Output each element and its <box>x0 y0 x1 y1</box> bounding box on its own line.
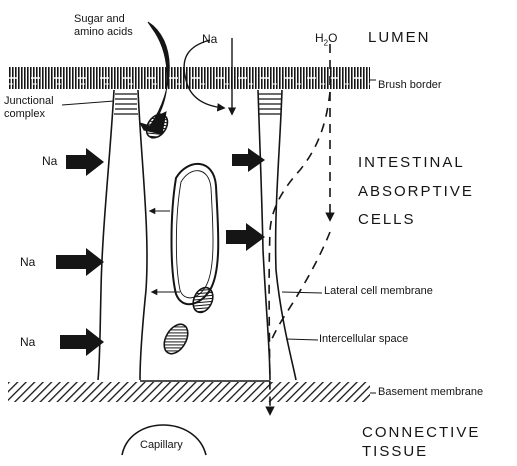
left-cell-outline <box>98 90 147 380</box>
intercellular-space-leader <box>286 339 318 340</box>
na-pump-arrows-left <box>56 148 104 356</box>
water-label-o: O <box>328 31 337 45</box>
cells-label-line1: INTESTINAL <box>358 155 465 171</box>
cells-label-line2: ABSORPTIVE <box>358 184 474 200</box>
basement-membrane-label: Basement membrane <box>378 387 483 399</box>
lateral-cell-membrane-label: Lateral cell membrane <box>324 286 433 298</box>
sugar-amino-label-line1: Sugar and <box>74 14 125 26</box>
na-pump-arrows-right <box>226 148 265 251</box>
basement-membrane <box>8 382 376 402</box>
water-label-h: H <box>315 31 324 45</box>
brush-border <box>8 67 376 89</box>
mitochondrion-bottom <box>159 320 192 358</box>
na-left-label-1: Na <box>42 155 57 168</box>
lateral-membrane-leader <box>282 292 322 293</box>
nucleus-inner <box>176 171 213 298</box>
capillary-label: Capillary <box>140 440 183 452</box>
junctional-complex-label-line1: Junctional <box>4 96 54 108</box>
water-path-lateral <box>270 232 330 344</box>
mitochondrion-top <box>142 110 172 142</box>
mitochondrion-middle <box>189 284 216 315</box>
sugar-amino-label-line2: amino acids <box>74 27 133 39</box>
junctional-complex-right <box>259 94 281 114</box>
na-left-label-2: Na <box>20 256 35 269</box>
junctional-complex-left <box>114 94 138 114</box>
brush-border-label: Brush border <box>378 80 442 92</box>
internal-thin-arrows <box>150 211 180 292</box>
connective-tissue-label-line2: TISSUE <box>362 444 428 460</box>
connective-tissue-label-line1: CONNECTIVE <box>362 425 480 441</box>
intercellular-space-label: Intercellular space <box>319 334 408 346</box>
na-lumen-label: Na <box>202 33 217 46</box>
lumen-label: LUMEN <box>368 30 431 46</box>
junctional-leader <box>62 101 114 105</box>
right-cell-outline <box>258 90 296 380</box>
junctional-complex-label-line2: complex <box>4 109 45 121</box>
na-left-label-3: Na <box>20 336 35 349</box>
water-label: H2O <box>315 32 337 48</box>
cells-label-line3: CELLS <box>358 212 416 228</box>
